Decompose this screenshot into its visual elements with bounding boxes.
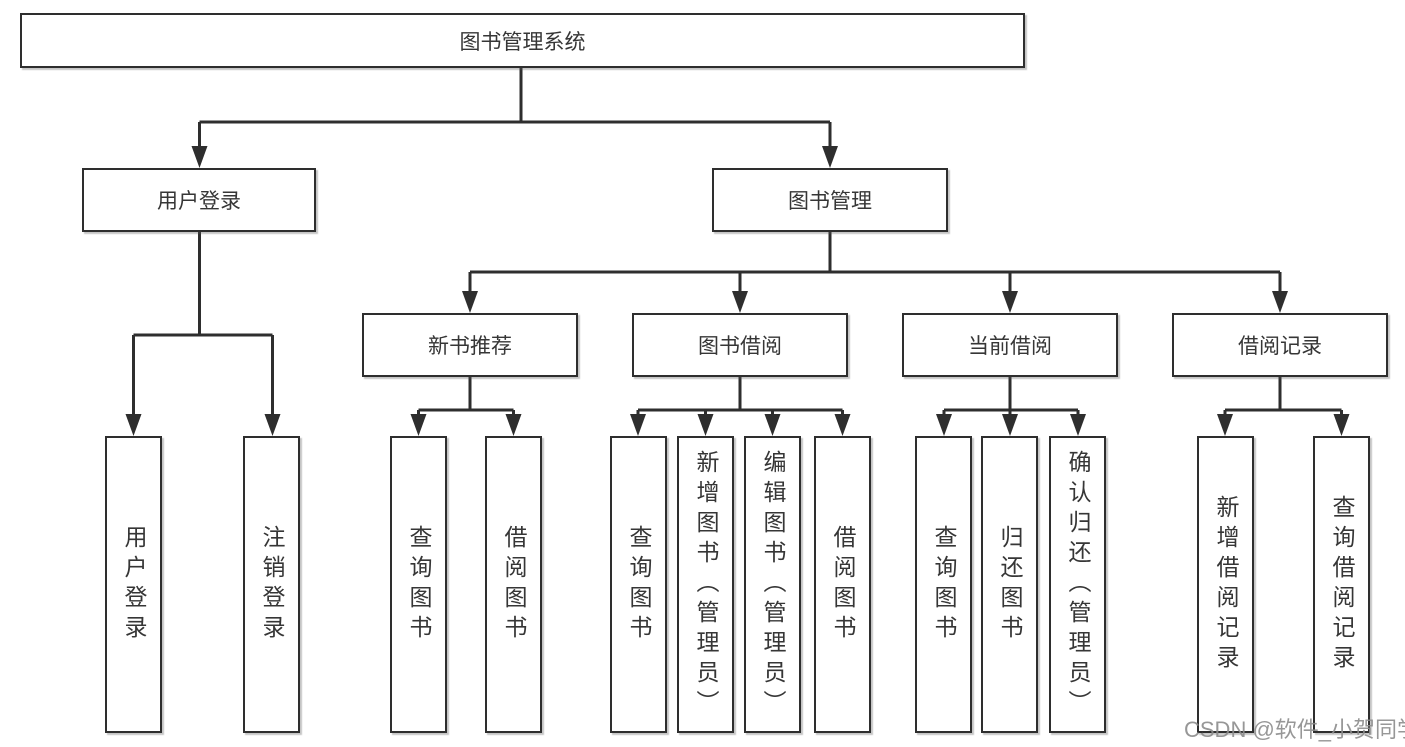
arrowhead [1070,414,1086,436]
leaf-query-books-current: 查询图书 [915,436,972,733]
connector-user-login [132,232,274,416]
arrowhead [732,291,748,313]
node-book-borrow: 图书借阅 [632,313,848,377]
arrowhead [1333,414,1350,436]
node-label: 查询图书 [626,524,652,645]
arrowhead [1217,414,1233,436]
node-new-book-recommend: 新书推荐 [362,313,578,377]
connector-book-borrow [636,377,844,416]
leaf-query-books-recommend: 查询图书 [390,436,447,733]
leaf-borrow-books: 借阅图书 [814,436,871,733]
node-label: 确认归还（管理员） [1065,449,1091,720]
arrowhead [630,414,646,436]
node-label: 当前借阅 [968,335,1052,358]
connector-root [198,68,832,148]
node-user-login: 用户登录 [82,168,316,232]
node-label: 图书管理 [788,190,872,213]
arrowhead [264,414,281,436]
leaf-add-borrow-record: 新增借阅记录 [1197,436,1254,733]
connector-new-book-recommend [417,377,515,416]
connector-current-borrow [942,377,1080,416]
node-label: 借阅记录 [1238,335,1322,358]
arrowhead [462,291,478,313]
node-label: 用户登录 [157,190,241,213]
node-label: 新增借阅记录 [1213,494,1239,675]
leaf-logout: 注销登录 [243,436,300,733]
node-book-management: 图书管理 [712,168,948,232]
arrowhead [764,414,781,436]
node-label: 图书借阅 [698,335,782,358]
node-label: 查询图书 [931,524,957,645]
node-label: 新增图书（管理员） [693,449,719,720]
node-current-borrow: 当前借阅 [902,313,1118,377]
node-library-system: 图书管理系统 [20,13,1025,68]
node-label: 查询图书 [406,524,432,645]
arrowhead [191,146,208,168]
node-label: 借阅图书 [501,524,527,645]
node-label: 编辑图书（管理员） [760,449,786,720]
node-borrow-records: 借阅记录 [1172,313,1388,377]
node-label: 归还图书 [997,524,1023,645]
leaf-return-books: 归还图书 [981,436,1038,733]
arrowhead [834,414,851,436]
arrowhead [410,414,427,436]
node-label: 注销登录 [259,524,285,645]
arrowhead [1002,291,1018,313]
arrowhead [125,414,142,436]
leaf-user-login: 用户登录 [105,436,162,733]
arrowhead [936,414,952,436]
csdn-watermark: CSDN @软件_小贺同学 [1184,717,1405,742]
node-label: 借阅图书 [830,524,856,645]
leaf-query-borrow-record: 查询借阅记录 [1313,436,1370,733]
leaf-confirm-return-admin: 确认归还（管理员） [1049,436,1106,733]
leaf-borrow-books-recommend: 借阅图书 [485,436,542,733]
leaf-edit-book-admin: 编辑图书（管理员） [744,436,801,733]
arrowhead [697,414,714,436]
connector-borrow-records [1223,377,1343,416]
arrowhead [1002,414,1018,436]
arrowhead [822,146,838,168]
arrowhead [1272,291,1288,313]
connector-book-management [468,232,1282,293]
node-label: 新书推荐 [428,335,512,358]
arrowheads [125,146,1350,436]
arrowhead [505,414,522,436]
node-label: 图书管理系统 [459,30,586,54]
leaf-add-book-admin: 新增图书（管理员） [677,436,734,733]
node-label: 查询借阅记录 [1329,494,1355,675]
leaf-query-books-borrow: 查询图书 [610,436,667,733]
node-label: 用户登录 [121,524,147,645]
